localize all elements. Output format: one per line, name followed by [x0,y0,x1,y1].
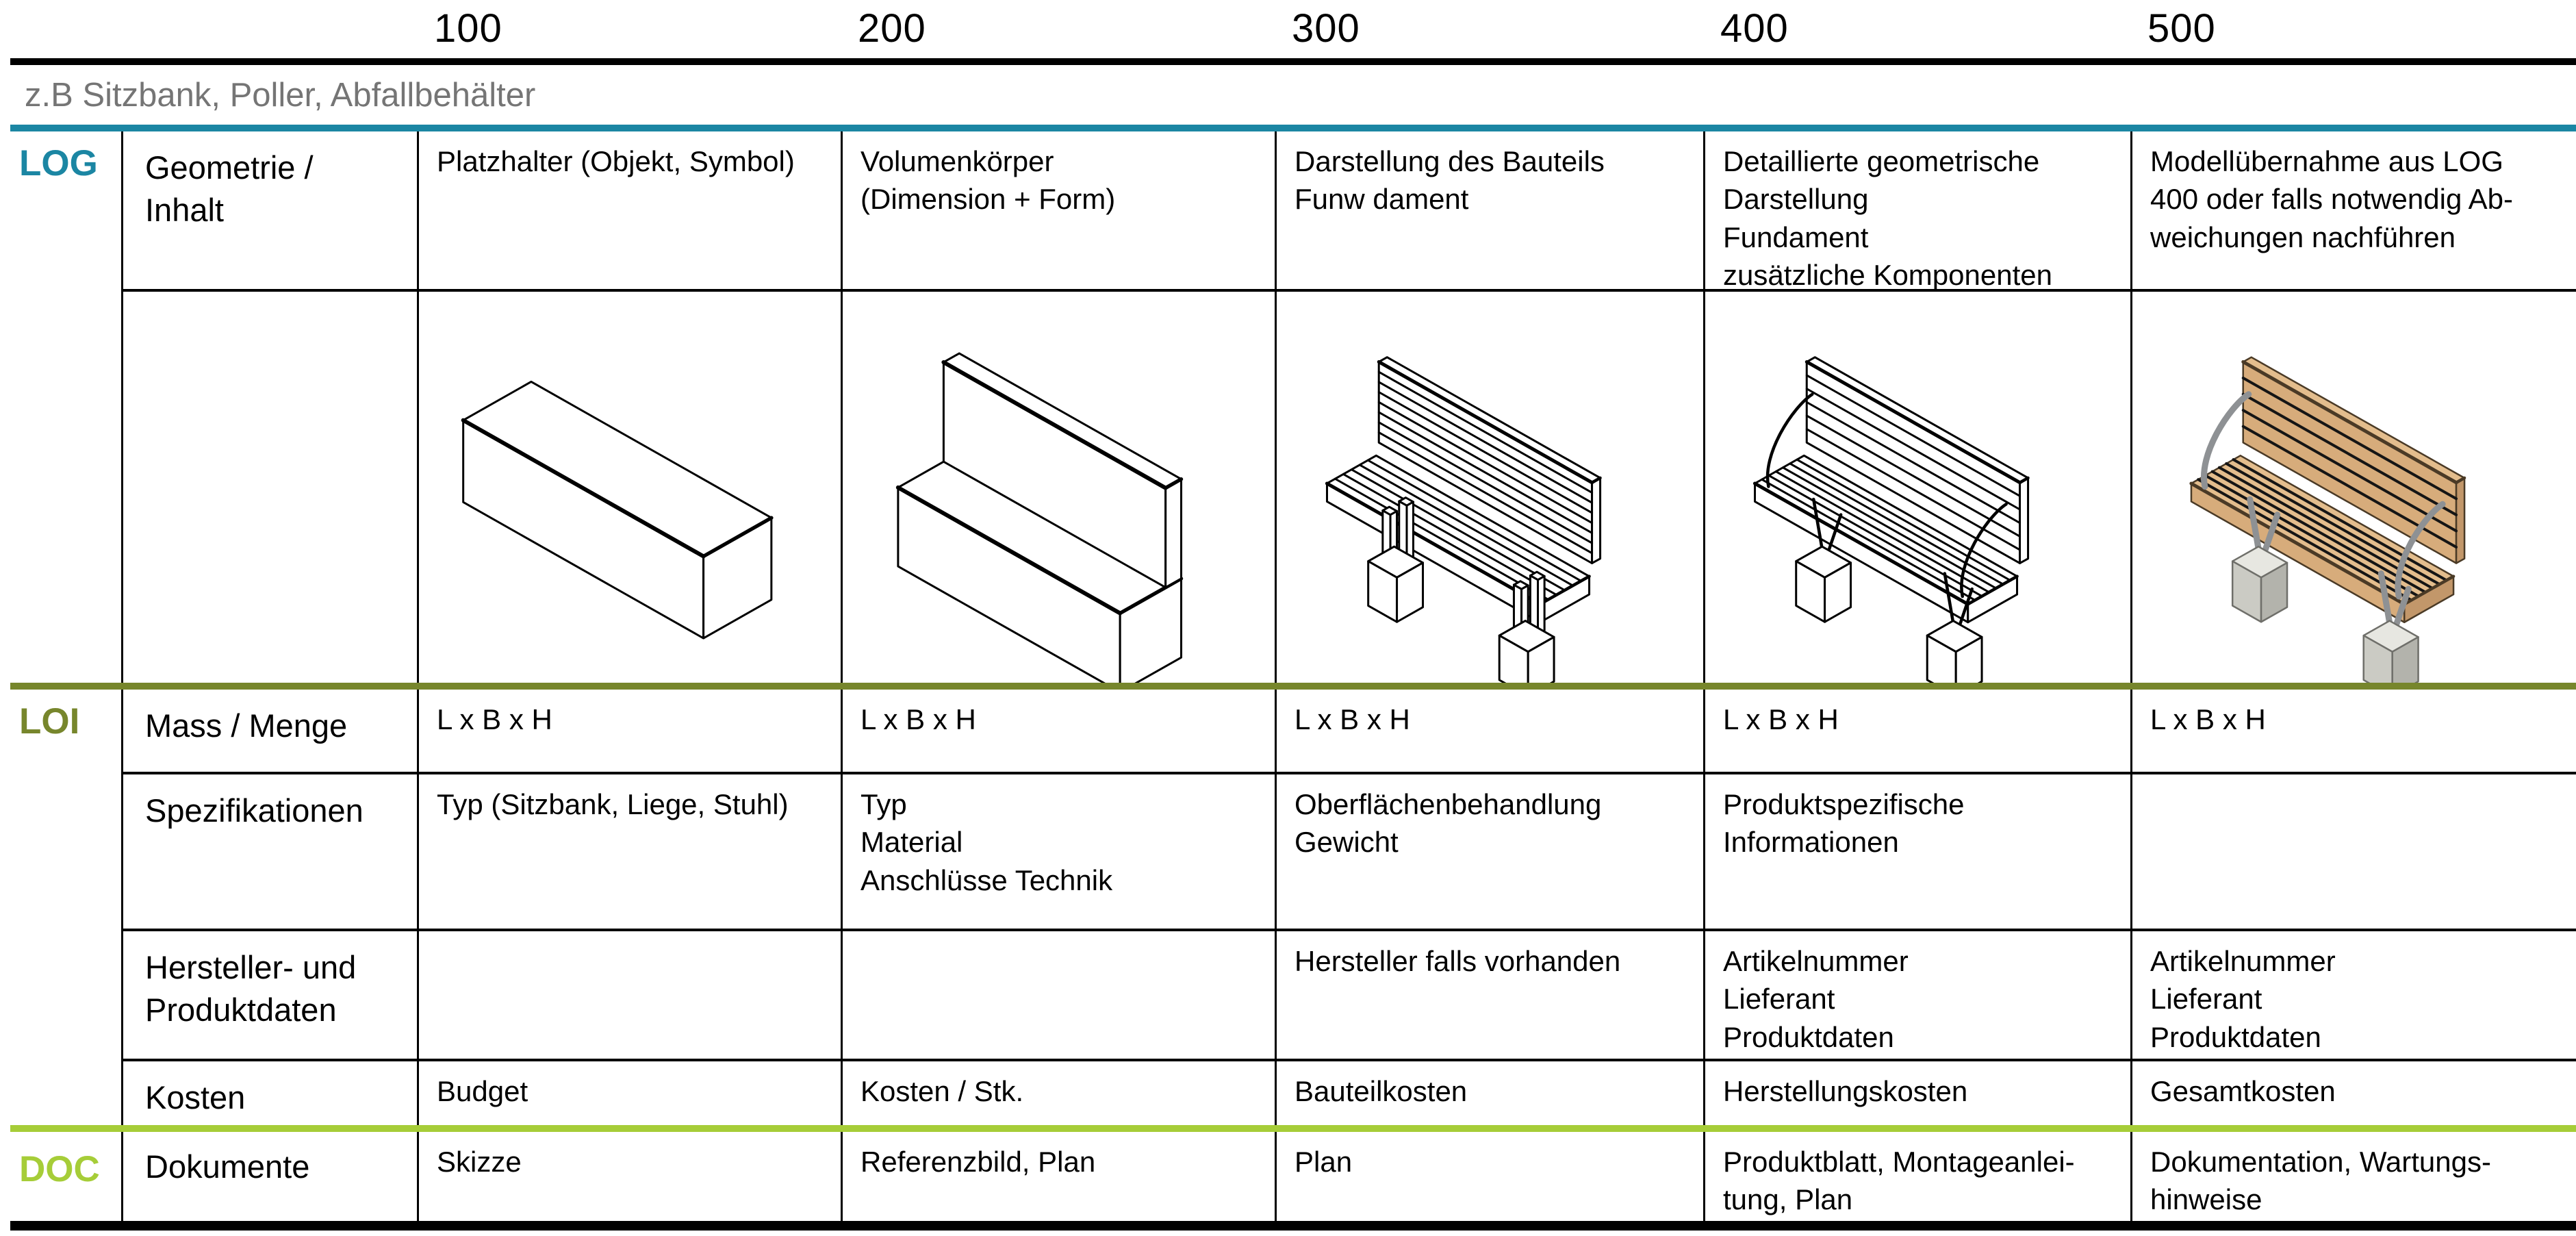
doc-cell-400: Produktblatt, Montageanlei- tung, Plan [1705,1132,2132,1221]
header-spacer [123,0,419,58]
log-band-rule [10,125,2576,131]
bench-image-cell [843,292,1277,683]
lod-level-100: 100 [434,6,502,51]
log-cell-400: Detaillierte geometrische Darstellung Fu… [1705,131,2132,292]
log-band-label: LOG [0,131,123,683]
bench-illustration-lod200 [895,352,1184,683]
row-header-dokumente: Dokumente [123,1132,419,1221]
loi-hersteller-cell-100 [419,931,843,1061]
doc-cell-300: Plan [1277,1132,1705,1221]
top-divider-rule [10,58,2576,65]
log-cell-300: Darstellung des Bauteils Funw dament [1277,131,1705,292]
bench-image-cell [2132,292,2576,683]
log-cell-200: Volumenkörper (Dimension + Form) [843,131,1277,292]
loi-kosten-cell-300: Bauteilkosten [1277,1061,1705,1125]
loi-mass-cell-200: L x B x H [843,690,1277,774]
header-spacer [0,0,123,58]
loi-kosten-cell-200: Kosten / Stk. [843,1061,1277,1125]
loi-mass-cell-300: L x B x H [1277,690,1705,774]
image-row-spacer [123,292,419,683]
bench-illustration-lod100 [461,381,774,640]
row-header-hersteller-produktdaten: Hersteller- und Produktdaten [123,931,419,1061]
lod-level-400: 400 [1720,6,1789,51]
lod-level-header-row: 100 200 300 400 500 [0,0,2576,58]
loi-hersteller-cell-300: Hersteller falls vorhanden [1277,931,1705,1061]
loi-mass-cell-500: L x B x H [2132,690,2576,774]
lod-level-300: 300 [1292,6,1360,51]
loi-hersteller-cell-200 [843,931,1277,1061]
bottom-divider-rule [10,1221,2576,1231]
doc-band-label: DOC [0,1132,123,1221]
loi-hersteller-cell-400: Artikelnummer Lieferant Produktdaten [1705,931,2132,1061]
doc-cell-500: Dokumentation, Wartungs- hinweise [2150,1146,2491,1216]
loi-spez-cell-500 [2132,774,2576,931]
bench-illustration-lod400 [1752,356,2030,683]
lod-level-200: 200 [858,6,926,51]
row-header-geometrie-inhalt: Geometrie / Inhalt [123,131,419,292]
bench-illustration-lod500 [2189,356,2466,683]
lod-level-500: 500 [2147,6,2216,51]
loi-band: LOI Mass / Menge L x B x H L x B x H L x… [0,690,2576,1125]
loi-hersteller-cell-500: Artikelnummer Lieferant Produktdaten [2132,931,2576,1061]
bench-image-cell [1277,292,1705,683]
doc-band-rule [10,1125,2576,1132]
loi-mass-cell-100: L x B x H [419,690,843,774]
log-cell-500: Modellübernahme aus LOG 400 oder falls n… [2132,131,2576,292]
loi-band-label: LOI [0,690,123,1125]
bench-image-cell [419,292,843,683]
row-header-spezifikationen: Spezifikationen [123,774,419,931]
doc-cell-100: Skizze [419,1132,843,1221]
doc-band: DOC Dokumente Skizze Referenzbild, Plan … [0,1132,2576,1221]
loi-spez-cell-100: Typ (Sitzbank, Liege, Stuhl) [419,774,843,931]
loi-mass-cell-400: L x B x H [1705,690,2132,774]
loi-spez-cell-300: Oberflächenbehandlung Gewicht [1277,774,1705,931]
loi-band-rule [10,683,2576,690]
loi-spez-cell-400: Produktspezifische Informationen [1705,774,2132,931]
doc-cell-200: Referenzbild, Plan [843,1132,1277,1221]
loi-spez-cell-200: Typ Material Anschlüsse Technik [843,774,1277,931]
loi-kosten-cell-400: Herstellungskosten [1705,1061,2132,1125]
category-subtitle: z.B Sitzbank, Poller, Abfallbehälter [25,77,536,114]
loi-kosten-cell-500: Gesamtkosten [2150,1075,2336,1107]
bench-illustration-lod300 [1325,356,1602,683]
loi-kosten-cell-100: Budget [419,1061,843,1125]
log-cell-100: Platzhalter (Objekt, Symbol) [419,131,843,292]
row-header-mass-menge: Mass / Menge [123,690,419,774]
log-band: LOG Geometrie / Inhalt Platzhalter (Obje… [0,131,2576,683]
row-header-kosten: Kosten [123,1061,419,1125]
bench-image-cell [1705,292,2132,683]
